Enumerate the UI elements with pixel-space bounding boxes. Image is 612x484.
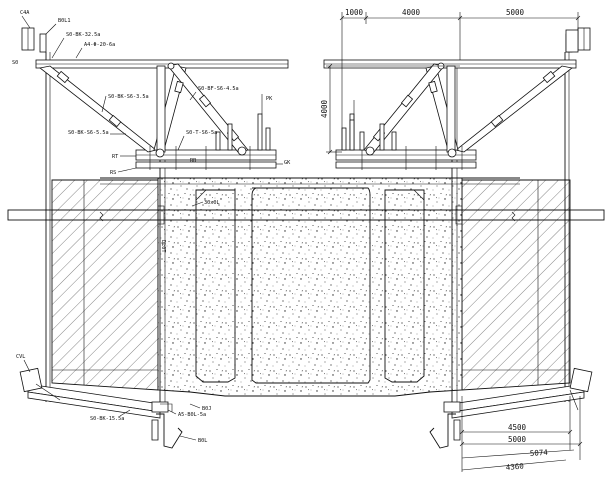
dim-bottom-4: 4360: [505, 461, 524, 472]
label-bottom-mark: B0J: [202, 406, 211, 412]
web-label: 30x0L: [204, 200, 220, 206]
label-member-3: S0-BK-S6-3.5a: [108, 94, 149, 100]
label-member-5: S0-BK-S6-5.5a: [68, 130, 109, 136]
label-member-2: A4-Φ-20-6a: [84, 42, 115, 48]
label-bottom-hanger: B0L: [198, 438, 207, 444]
dim-top-1: 1000: [345, 8, 364, 17]
label-mark-rs: RS: [110, 170, 116, 176]
bottom-dimensions: 4500 5000 5074 4360: [459, 396, 583, 472]
dim-vertical: 4000: [320, 99, 329, 118]
label-member-1: S0-BK-32.5a: [66, 32, 100, 38]
top-dimensions: 1000 4000 5000 4000: [320, 8, 581, 155]
label-bottom-member: S0-BK-15.5a: [90, 416, 124, 422]
dim-top-3: 5000: [506, 8, 525, 17]
label-mark-gk: GK: [284, 160, 291, 166]
label-mark-rb: RB: [190, 158, 196, 164]
left-hatched-block: [51, 179, 159, 391]
box-girder-section: [100, 177, 520, 397]
label-top-left-mark: S0: [12, 60, 18, 66]
tie-beam: 30x0L DL0T: [7, 200, 605, 253]
label-top-left-b: B0L1: [58, 18, 71, 24]
label-bottom-member-2: A5-B0L-5a: [178, 412, 206, 418]
label-top-left-a: C4A: [20, 10, 30, 16]
left-bottom-assembly: CVL S0-BK-15.5a A5-B0L-5a B0J B0L: [16, 354, 211, 449]
label-left-bottom-c: CVL: [16, 354, 25, 360]
dim-bottom-2: 5000: [508, 435, 527, 444]
label-member-4: S0-BF-S6-4.5a: [198, 86, 239, 92]
label-mark-pk: PK: [266, 96, 273, 102]
right-bottom-assembly: [429, 367, 593, 449]
right-top-truss: [323, 27, 591, 170]
dim-bottom-3: 5074: [530, 448, 549, 458]
label-mark-rt: RT: [112, 154, 118, 160]
hanger-label: DL0T: [160, 240, 166, 253]
dim-top-2: 4000: [402, 8, 421, 17]
right-top-details: [349, 29, 579, 151]
label-member-6: S0-T-S6-5a: [186, 130, 217, 136]
left-top-truss: C4A B0L1 S0 PK S0-BK-32.5a A4-Φ-20-6a S0…: [12, 10, 291, 176]
right-hatched-block: [461, 179, 571, 391]
dim-bottom-1: 4500: [508, 423, 527, 432]
